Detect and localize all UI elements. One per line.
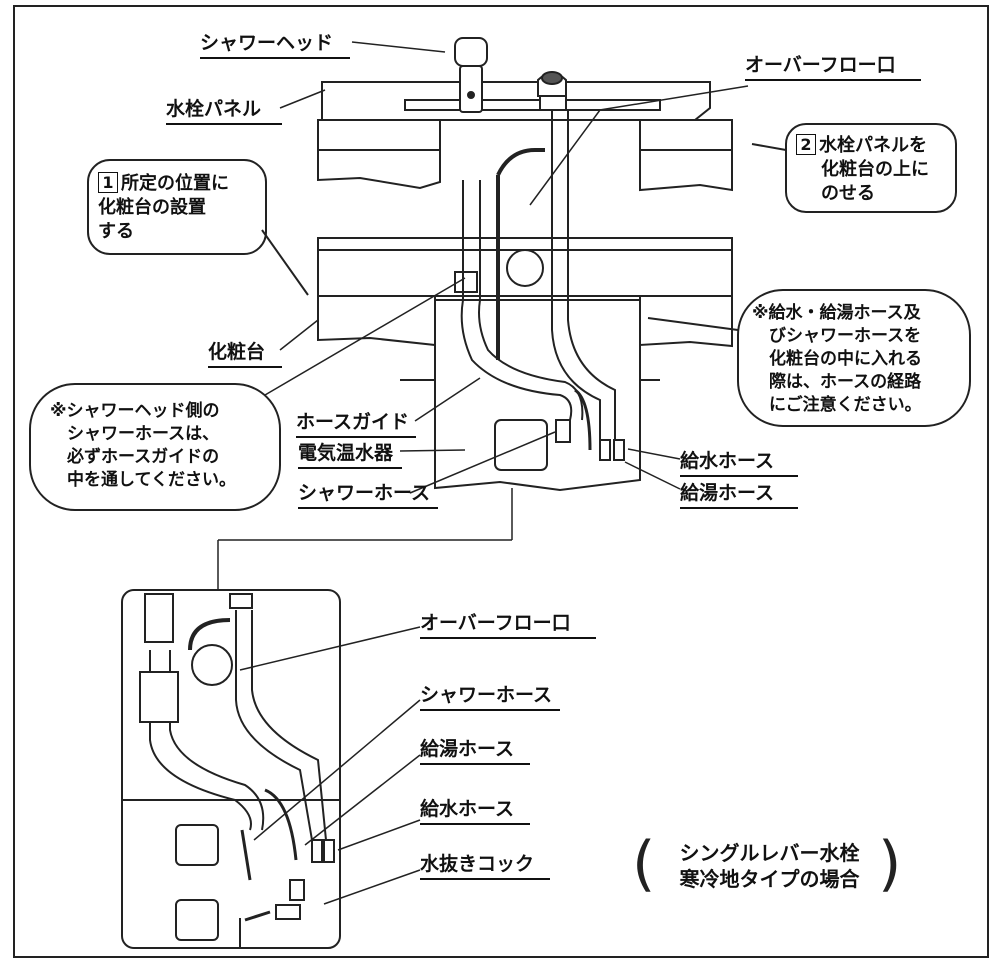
clouds — [29, 123, 971, 511]
step1-line1: 所定の位置に — [121, 173, 229, 194]
hose-note-cloud — [737, 289, 971, 427]
hose-note-text: ※給水・給湯ホース及 びシャワーホースを 化粧台の中に入れる 際は、ホースの経路… — [752, 302, 967, 417]
hoses-upper — [460, 110, 625, 461]
label-hose-guide: ホースガイド — [296, 413, 416, 438]
detail-box — [121, 589, 341, 949]
shower-head-drawing — [454, 37, 488, 113]
label-drain-cock: 水抜きコック — [420, 855, 550, 880]
shower-note-text: ※シャワーヘッド側の シャワーホースは、 必ずホースガイドの 中を通してください… — [50, 400, 280, 492]
label-shower-hose-top: シャワーホース — [298, 484, 438, 509]
shower-note-line2: シャワーホースは、 — [67, 424, 220, 444]
hose-note-line3: 化粧台の中に入れる — [769, 349, 922, 369]
hose-note-line2: びシャワーホースを — [769, 326, 922, 346]
caption-line1: シングルレバー水栓 — [679, 841, 860, 865]
hose-note-line4: 際は、ホースの経路 — [769, 372, 922, 392]
shower-note-cloud — [29, 383, 281, 511]
shower-note-line1: ※シャワーヘッド側の — [50, 401, 220, 421]
hose-note-line5: にご注意ください。 — [769, 395, 922, 415]
step2-line2: 化粧台の上に — [821, 159, 929, 180]
step1-line2: 化粧台の設置 — [98, 197, 206, 218]
hose-note-line1: ※給水・給湯ホース及 — [752, 303, 921, 323]
label-shower-hose-bottom: シャワーホース — [420, 686, 560, 711]
caption-line2: 寒冷地タイプの場合 — [679, 867, 860, 891]
diagram-frame — [13, 5, 989, 958]
caption-left-paren: ( — [632, 829, 655, 899]
label-hot-hose-bottom: 給湯ホース — [420, 740, 530, 765]
step2-line1: 水栓パネルを — [819, 135, 927, 156]
step2-line3: のせる — [821, 183, 875, 204]
label-cold-hose-bottom: 給水ホース — [420, 800, 530, 825]
label-hot-hose-top: 給湯ホース — [680, 484, 798, 509]
step2-number: 2 — [796, 134, 816, 155]
step1-cloud — [87, 159, 267, 255]
label-faucet-panel: 水栓パネル — [166, 100, 282, 125]
label-water-heater: 電気温水器 — [298, 444, 402, 469]
step1-line3: する — [98, 221, 134, 242]
shower-note-line4: 中を通してください。 — [67, 470, 236, 490]
label-shower-head: シャワーヘッド — [200, 34, 350, 59]
label-cold-hose-top: 給水ホース — [680, 452, 798, 477]
detail-drawing — [122, 593, 340, 948]
overflow-fitting-drawing — [537, 71, 567, 111]
label-overflow-bottom: オーバーフロー口 — [420, 614, 596, 639]
label-vanity: 化粧台 — [208, 343, 282, 368]
step1-number: 1 — [98, 172, 118, 193]
label-overflow-top: オーバーフロー口 — [745, 56, 921, 81]
caption: シングルレバー水栓 寒冷地タイプの場合 — [662, 840, 877, 892]
leader-lines — [239, 41, 749, 905]
step2-cloud — [785, 123, 957, 213]
caption-right-paren: ) — [878, 829, 901, 899]
shower-note-line3: 必ずホースガイドの — [67, 447, 220, 467]
